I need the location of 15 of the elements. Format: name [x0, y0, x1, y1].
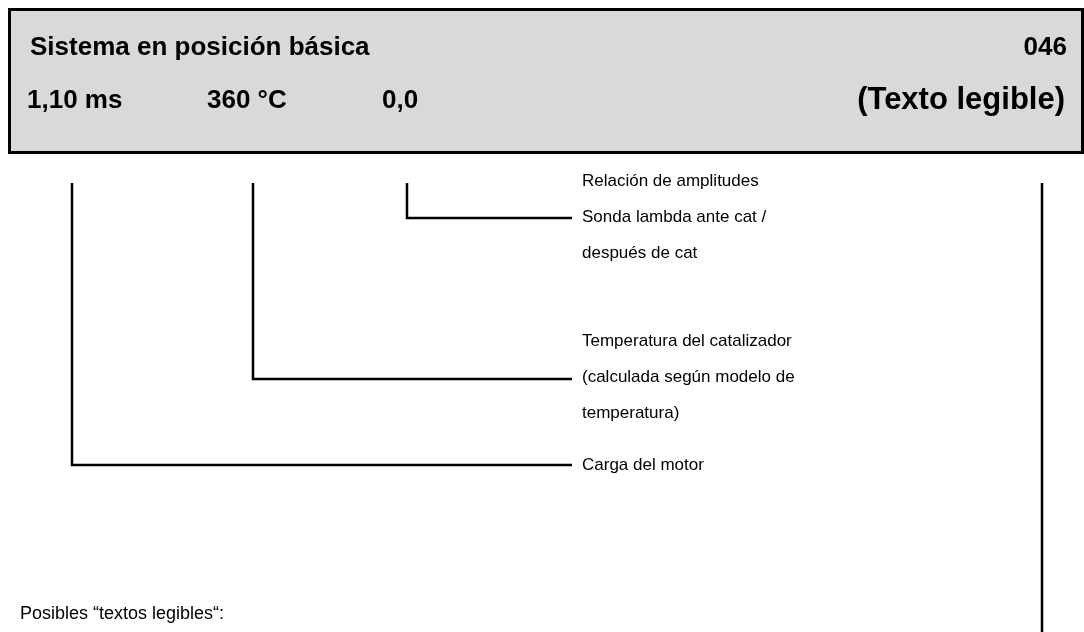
leader-line [405, 183, 572, 220]
leader-line [1040, 183, 1044, 632]
leader-line [251, 183, 572, 381]
callout-text: Carga del motor [582, 447, 802, 483]
note-text: Posibles “textos legibles“: [20, 602, 225, 625]
channel-number: 046 [1023, 30, 1067, 63]
display-value: 360 °C [207, 80, 332, 119]
callout-text: Temperatura del catalizador (calculada según modelo de temperatura) [582, 323, 852, 431]
display-header-box [8, 8, 1084, 154]
callout-text: Relación de amplitudes Sonda lambda ante cat / después de cat [582, 163, 787, 271]
header-title: Sistema en posición básica [30, 30, 370, 63]
display-value: (Texto legible) [795, 76, 1065, 123]
display-value: 0,0 [382, 80, 452, 119]
leader-line [70, 183, 572, 467]
display-value: 1,10 ms [27, 80, 152, 119]
